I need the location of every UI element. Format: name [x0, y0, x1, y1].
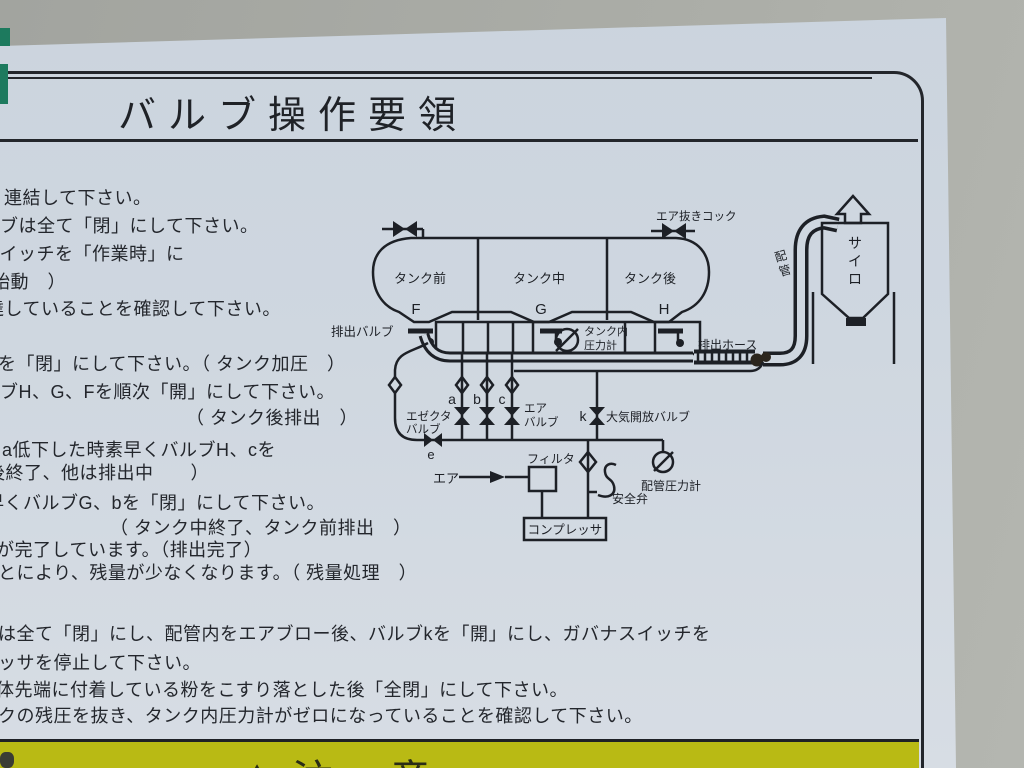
instruction-line: 後終了、他は排出中 ）	[0, 463, 209, 483]
silo-vent-arrow-icon	[834, 194, 872, 225]
ejector-branch: e エゼクタ バルブ	[387, 341, 452, 462]
instruction-line: ッサを停止して下さい。	[0, 653, 201, 673]
instruction-line: 連結して下さい。	[4, 188, 152, 208]
instruction-line: ブH、G、Fを順次「開」にして下さい。	[0, 382, 335, 402]
valve-b: b	[473, 354, 495, 440]
instruction-line: は全て「閉」にし、配管内をエアブロー後、バルブkを「開」にし、ガバナスイッチを	[0, 624, 711, 644]
discharge-manifold: 排出バルブ	[331, 320, 702, 356]
silo: サ イ ロ	[811, 194, 896, 364]
tank-middle-label: タンク中	[513, 271, 565, 286]
instruction-line: ブは全て「閉」にして下さい。	[0, 216, 259, 236]
valve-k: k 大気開放バルブ	[580, 371, 690, 440]
tank-body: タンク前 タンク中 タンク後 F G H	[371, 236, 711, 324]
tank-front-label: タンク前	[394, 271, 446, 286]
compressor-assembly: コンプレッサ フィルタ エア 安全弁	[433, 440, 648, 542]
pipe-pressure-gauge-label: 配管圧力計	[641, 478, 701, 493]
instruction-line: スイッチを「作業時」に	[0, 244, 185, 264]
title-separator-line	[0, 139, 918, 142]
placard-border	[0, 71, 924, 768]
pipe-pressure-gauge: 配管圧力計	[641, 440, 701, 493]
safety-valve-icon	[597, 462, 617, 498]
air-blow-line	[514, 361, 765, 373]
caution-heading-text: 注 意	[292, 757, 454, 768]
instruction-line: （ タンク中終了、タンク前排出 ）	[110, 518, 412, 538]
page-title: バルブ操作要領	[118, 95, 469, 137]
air-valve-label-1: エア	[524, 403, 547, 415]
photo-corner-smudge	[0, 752, 14, 768]
air-bleed-cock-label: エア抜きコック	[656, 209, 737, 223]
silo-label: サ イ ロ	[848, 235, 862, 287]
silo-outlet	[846, 318, 866, 326]
silo-legs	[811, 292, 896, 364]
photo-edge-mark	[0, 28, 10, 46]
instruction-line: 早くバルブG、bを「閉」にして下さい。	[0, 493, 325, 513]
check-valve-icon	[387, 374, 403, 396]
compressor-label: コンプレッサ	[528, 523, 603, 537]
silo-riser-pipe: 配 管	[750, 214, 840, 367]
instruction-line: 始動 ）	[0, 272, 66, 292]
ejector-valve-label-2: バルブ	[406, 422, 441, 436]
hose-coupling	[750, 353, 764, 367]
svg-text:ロ: ロ	[848, 271, 862, 287]
filter-label: フィルタ	[527, 452, 575, 466]
tank-divider-lines	[476, 238, 609, 320]
instruction-line: とにより、残量が少なくなります。（ 残量処理 ）	[0, 563, 418, 583]
instruction-line: （ タンク後排出 ）	[186, 408, 359, 428]
valve-letter-e: e	[427, 447, 434, 462]
valve-letter-c: c	[499, 391, 506, 407]
discharge-valve-label: 排出バルブ	[331, 324, 394, 339]
air-inlet-label: エア	[433, 471, 459, 486]
instruction-line: 体先端に付着している粉をこすり落とした後「全閉」にして下さい。	[0, 680, 569, 700]
safety-valve-label: 安全弁	[612, 491, 648, 506]
valve-letter-a: a	[448, 391, 456, 407]
filter-box	[527, 465, 558, 493]
check-valve-icon	[578, 449, 598, 475]
svg-text:イ: イ	[848, 253, 862, 269]
instruction-line: を「閉」にして下さい。（ タンク加圧 ）	[0, 354, 346, 374]
hose-coupling	[761, 352, 771, 362]
tank-pressure-gauge: タンク内 圧力計	[554, 324, 628, 353]
ejector-valve-label-1: エゼクタ	[406, 410, 452, 423]
valve-c: c	[499, 354, 520, 440]
instruction-line: a低下した時素早くバルブH、cを	[2, 440, 277, 460]
caution-band	[0, 742, 919, 768]
valve-letter-F: F	[411, 301, 420, 318]
placard-border-inner-line	[0, 77, 872, 79]
valve-a: a	[448, 354, 470, 440]
photo-edge-mark	[0, 64, 8, 104]
caution-box-top-border	[0, 739, 919, 742]
tank-rear-label: タンク後	[624, 271, 676, 286]
svg-text:管: 管	[777, 261, 793, 279]
instruction-line: クの残圧を抜き、タンク内圧力計がゼロになっていることを確認して下さい。	[0, 706, 643, 726]
valve-letter-G: G	[535, 301, 547, 318]
valve-letter-b: b	[473, 391, 481, 407]
caution-heading: ⚠ 注 意	[238, 747, 453, 768]
air-bleed-cock: エア抜きコック	[651, 209, 737, 239]
svg-text:配: 配	[773, 248, 788, 265]
atmospheric-release-valve-label: 大気開放バルブ	[606, 409, 690, 424]
tank-pressure-gauge-label-1: タンク内	[584, 324, 628, 338]
svg-text:サ: サ	[848, 235, 862, 251]
compressor-box	[522, 516, 608, 542]
valve-letter-H: H	[659, 301, 670, 318]
piping-label: 配 管	[773, 248, 793, 279]
instruction-line: 達していることを確認して下さい。	[0, 299, 281, 319]
warning-triangle-icon: ⚠	[238, 757, 276, 768]
tank-top-valve-icon	[382, 221, 425, 238]
air-valve-label-2: バルブ	[524, 415, 559, 429]
tank-pressure-gauge-label-2: 圧力計	[584, 338, 617, 352]
instruction-line: が完了しています。（排出完了）	[0, 540, 263, 560]
valve-letter-k: k	[580, 408, 588, 424]
discharge-hose-label: 排出ホース	[698, 338, 757, 352]
discharge-pipe: 排出ホース	[418, 333, 757, 365]
